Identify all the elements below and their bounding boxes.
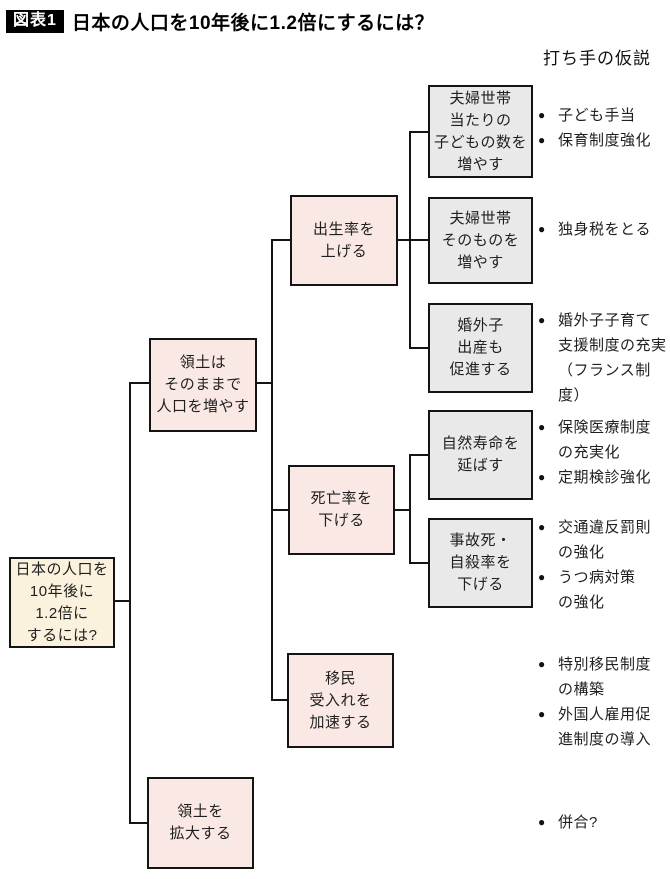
hypothesis-item: ● 子ども手当: [538, 103, 670, 128]
node-label: 領土は そのままで 人口を増やす: [156, 354, 250, 415]
connector-trunk1-expand-territory: [131, 822, 147, 824]
connector-keep-territory-trunk2: [257, 382, 273, 384]
figure-badge: 図表1: [6, 10, 64, 33]
hypothesis-text: 特別移民制度 の構築: [558, 656, 652, 698]
page-title: 日本の人口を10年後に1.2倍にするには？: [71, 13, 435, 34]
node-expand-territory: 領土を 拡大する: [147, 777, 254, 869]
bullet-icon: ●: [538, 313, 546, 327]
node-raise-birthrate: 出生率を 上げる: [290, 195, 398, 286]
connector-trunk1: [129, 382, 131, 824]
hypothesis-text: 独身税をとる: [558, 221, 652, 238]
hypothesis-text: 保険医療制度 の充実化: [558, 419, 652, 461]
connector-trunk2-immigration: [273, 699, 287, 701]
connector-root-trunk1: [115, 600, 130, 602]
node-label: 出生率を 上げる: [312, 220, 375, 260]
hypothesis-item: ● 交通違反罰則 の強化: [538, 515, 670, 565]
bullet-icon: ●: [538, 108, 546, 122]
hypothesis-text: 保育制度強化: [558, 132, 652, 149]
hypothesis-text: 交通違反罰則 の強化: [558, 519, 652, 561]
node-lower-mortality: 死亡率を 下げる: [288, 465, 395, 555]
node-reduce-accident-suicide: 事故死・ 自殺率を 下げる: [428, 518, 533, 608]
hypothesis-item: ● 特別移民制度 の構築: [538, 652, 670, 702]
node-label: 移民 受入れを 加速する: [309, 669, 372, 731]
hypothesis-item: ● 保険医療制度 の充実化: [538, 415, 670, 465]
hypothesis-group-single-tax: ● 独身税をとる: [538, 217, 670, 242]
connector-trunk3-box1: [411, 131, 428, 133]
hypothesis-item: ● 併合?: [538, 810, 670, 835]
connector-trunk4-box4: [411, 454, 428, 456]
hypothesis-text: 外国人雇用促 進制度の導入: [558, 706, 652, 748]
hypothesis-text: 子ども手当: [558, 107, 636, 124]
hypothesis-text: 婚外子子育て 支援制度の充実 （フランス制度）: [558, 312, 667, 404]
node-accelerate-immigration: 移民 受入れを 加速する: [287, 653, 394, 748]
bullet-icon: ●: [538, 707, 546, 721]
node-label: 自然寿命を 延ばす: [441, 435, 520, 474]
hypothesis-text: 併合?: [558, 814, 598, 831]
connector-trunk3-box3: [411, 347, 428, 349]
node-extend-natural-lifespan: 自然寿命を 延ばす: [428, 410, 533, 500]
node-label: 夫婦世帯 そのものを 増やす: [441, 209, 520, 271]
connector-trunk3: [409, 131, 411, 349]
bullet-icon: ●: [538, 420, 546, 434]
node-keep-territory: 領土は そのままで 人口を増やす: [149, 338, 257, 432]
node-label: 日本の人口を 10年後に 1.2倍に するには?: [15, 560, 109, 644]
node-promote-out-of-wedlock-birth: 婚外子 出産も 促進する: [428, 303, 533, 393]
hypothesis-item: ● 定期検診強化: [538, 465, 670, 490]
connector-trunk2: [271, 239, 273, 701]
hypothesis-group-traffic-depression: ● 交通違反罰則 の強化 ● うつ病対策 の強化: [538, 515, 670, 615]
connector-trunk2-birthrate: [273, 239, 290, 241]
hypothesis-item: ● 独身税をとる: [538, 217, 670, 242]
hypothesis-heading: 打ち手の仮説: [543, 49, 651, 68]
hypothesis-text: うつ病対策 の強化: [558, 569, 636, 611]
bullet-icon: ●: [538, 133, 546, 147]
hypothesis-group-annexation: ● 併合?: [538, 810, 670, 835]
node-label: 事故死・ 自殺率を 下げる: [449, 532, 512, 593]
node-label: 死亡率を 下げる: [310, 490, 373, 529]
hypothesis-item: ● 婚外子子育て 支援制度の充実 （フランス制度）: [538, 308, 670, 408]
connector-trunk4: [409, 454, 411, 564]
node-more-married-households: 夫婦世帯 そのものを 増やす: [428, 197, 533, 284]
hypothesis-item: ● うつ病対策 の強化: [538, 565, 670, 615]
bullet-icon: ●: [538, 815, 546, 829]
bullet-icon: ●: [538, 222, 546, 236]
connector-trunk4-box5: [411, 562, 428, 564]
hypothesis-group-children-allowance: ● 子ども手当 ● 保育制度強化: [538, 103, 670, 153]
header: 図表1 日本の人口を10年後に1.2倍にするには？: [6, 8, 434, 35]
bullet-icon: ●: [538, 657, 546, 671]
connector-mortality-trunk4: [395, 509, 411, 511]
hypothesis-group-immigration-programs: ● 特別移民制度 の構築 ● 外国人雇用促 進制度の導入: [538, 652, 670, 752]
connector-trunk3-box2: [411, 239, 428, 241]
node-root: 日本の人口を 10年後に 1.2倍に するには?: [9, 557, 115, 648]
hypothesis-group-out-of-wedlock-support: ● 婚外子子育て 支援制度の充実 （フランス制度）: [538, 308, 670, 408]
hypothesis-group-medical-system: ● 保険医療制度 の充実化 ● 定期検診強化: [538, 415, 670, 490]
connector-birthrate-trunk3: [398, 239, 411, 241]
hypothesis-item: ● 保育制度強化: [538, 128, 670, 153]
bullet-icon: ●: [538, 570, 546, 584]
node-more-children-per-household: 夫婦世帯 当たりの 子どもの数を 増やす: [428, 85, 533, 178]
connector-trunk1-keep-territory: [131, 382, 149, 384]
bullet-icon: ●: [538, 470, 546, 484]
hypothesis-text: 定期検診強化: [558, 469, 652, 486]
hypothesis-item: ● 外国人雇用促 進制度の導入: [538, 702, 670, 752]
connector-trunk2-mortality: [273, 509, 288, 511]
node-label: 婚外子 出産も 促進する: [449, 317, 512, 378]
node-label: 領土を 拡大する: [169, 803, 232, 842]
node-label: 夫婦世帯 当たりの 子どもの数を 増やす: [433, 89, 527, 173]
bullet-icon: ●: [538, 520, 546, 534]
